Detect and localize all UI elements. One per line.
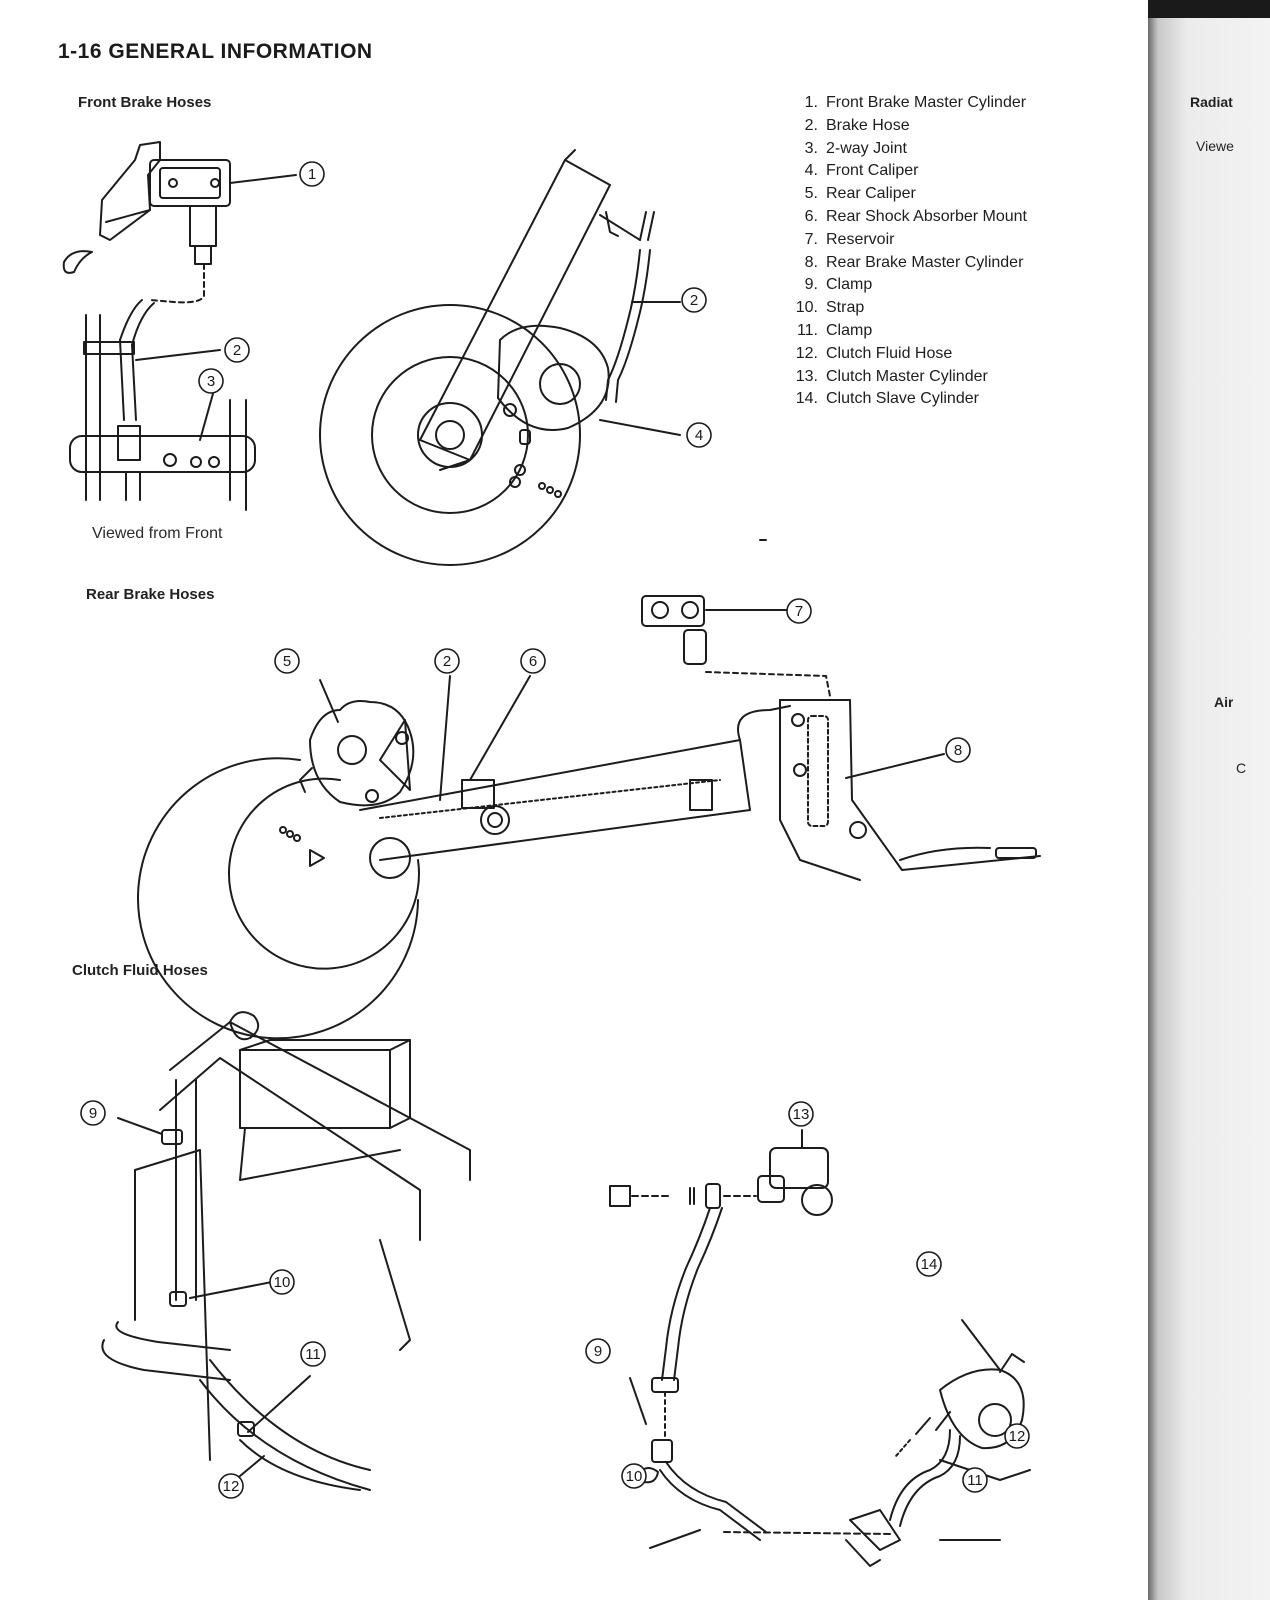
callout-number: 12 xyxy=(1009,1428,1026,1445)
adjacent-page-edge: Radiat Viewe Air C xyxy=(1148,0,1270,1600)
callout-number: 10 xyxy=(274,1274,291,1291)
legend-item: 2.Brake Hose xyxy=(804,116,910,134)
callout-7: 7 xyxy=(786,598,812,624)
callout-number: 5 xyxy=(283,653,291,670)
callout-12: 12 xyxy=(1004,1423,1030,1449)
callout-number: 11 xyxy=(305,1346,321,1363)
parts-legend: 1.Front Brake Master Cylinder 2.Brake Ho… xyxy=(790,92,1027,411)
callout-number: 12 xyxy=(223,1478,240,1495)
callout-number: 9 xyxy=(89,1105,97,1122)
legend-item: 7.Reservoir xyxy=(804,230,895,248)
legend-item: 10.Strap xyxy=(795,299,865,317)
callout-13: 13 xyxy=(788,1101,814,1127)
callout-1: 1 xyxy=(299,161,325,187)
callout-2: 2 xyxy=(224,337,250,363)
section-title-clutch: Clutch Fluid Hoses xyxy=(72,962,208,979)
callout-number: 14 xyxy=(921,1256,938,1273)
callout-number: 9 xyxy=(594,1343,602,1360)
callout-2: 2 xyxy=(681,287,707,313)
section-title-front-brake: Front Brake Hoses xyxy=(78,94,212,111)
callout-number: 1 xyxy=(308,166,316,183)
callout-9: 9 xyxy=(585,1338,611,1364)
callout-10: 10 xyxy=(269,1269,295,1295)
adjacent-page-text: Viewe xyxy=(1196,138,1234,154)
legend-item: 4.Front Caliper xyxy=(804,162,919,180)
front-wheel-drawing xyxy=(319,149,681,566)
callout-number: 8 xyxy=(954,742,962,759)
clutch-hose-exploded-drawing xyxy=(609,1129,1031,1567)
callout-number: 4 xyxy=(695,427,703,444)
page-title: 1-16 GENERAL INFORMATION xyxy=(58,40,373,63)
clutch-frame-drawing xyxy=(101,1011,471,1491)
callout-number: 11 xyxy=(967,1472,983,1489)
callout-9: 9 xyxy=(80,1100,106,1126)
legend-item: 9.Clamp xyxy=(804,276,873,294)
callout-12: 12 xyxy=(218,1473,244,1499)
legend-item: 13.Clutch Master Cylinder xyxy=(795,367,988,385)
callout-number: 2 xyxy=(690,292,698,309)
callout-number: 6 xyxy=(529,653,537,670)
legend-item: 12.Clutch Fluid Hose xyxy=(795,344,953,362)
legend-item: 1.Front Brake Master Cylinder xyxy=(804,94,1027,111)
rear-brake-drawing xyxy=(137,539,1041,1040)
legend-item: 8.Rear Brake Master Cylinder xyxy=(804,253,1024,271)
legend-item: 3.2-way Joint xyxy=(804,139,907,157)
front-master-cylinder-drawing xyxy=(62,141,297,304)
legend-item: 14.Clutch Slave Cylinder xyxy=(795,390,979,408)
legend-item: 11.Clamp xyxy=(796,321,873,339)
legend-item: 6.Rear Shock Absorber Mount xyxy=(804,207,1027,225)
callout-11: 11 xyxy=(962,1467,988,1493)
callout-number: 13 xyxy=(793,1106,810,1123)
callout-2: 2 xyxy=(434,648,460,674)
callout-6: 6 xyxy=(520,648,546,674)
callout-number: 3 xyxy=(207,373,215,390)
callout-3: 3 xyxy=(198,368,224,394)
adjacent-page-text: C xyxy=(1236,760,1247,776)
callout-number: 2 xyxy=(233,342,241,359)
callout-number: 7 xyxy=(795,603,803,620)
callout-10: 10 xyxy=(621,1463,647,1489)
callout-8: 8 xyxy=(945,737,971,763)
callout-number: 2 xyxy=(443,653,451,670)
section-title-rear-brake: Rear Brake Hoses xyxy=(86,586,215,603)
adjacent-page-text: Radiat xyxy=(1190,94,1233,110)
front-two-way-joint-drawing xyxy=(69,299,256,511)
page-edge-shadow xyxy=(1148,0,1270,18)
callout-4: 4 xyxy=(686,422,712,448)
callout-5: 5 xyxy=(274,648,300,674)
callout-11: 11 xyxy=(300,1341,326,1367)
legend-item: 5.Rear Caliper xyxy=(804,185,916,203)
front-view-caption: Viewed from Front xyxy=(92,525,223,542)
callout-14: 14 xyxy=(916,1251,942,1277)
adjacent-page-text: Air xyxy=(1214,694,1234,710)
callout-number: 10 xyxy=(626,1468,643,1485)
